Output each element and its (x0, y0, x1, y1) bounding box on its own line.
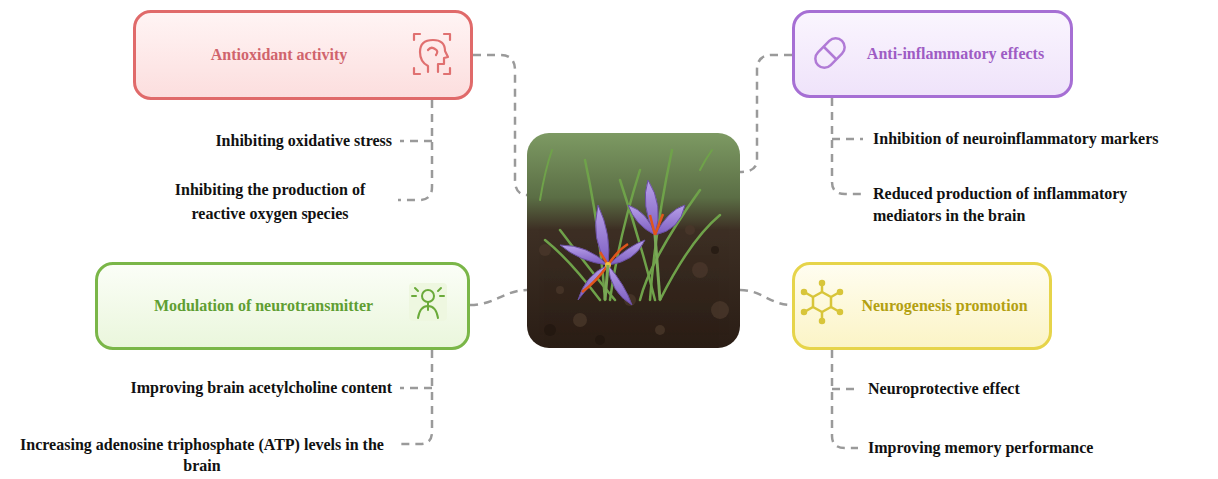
effect-item: Increasing adenosine triphosphate (ATP) … (6, 434, 398, 476)
effect-item: Inhibition of neuroinflammatory markers (873, 129, 1158, 149)
leader-line (740, 290, 792, 305)
effect-item: Inhibiting oxidative stress (215, 131, 392, 151)
leader-line (832, 138, 863, 141)
category-box: Anti-inflammatory effects (792, 10, 1073, 98)
leader-line (473, 55, 527, 195)
leader-line (400, 350, 432, 444)
leader-lines (398, 55, 863, 448)
leader-line (740, 55, 792, 172)
saffron-photo (527, 133, 740, 348)
leader-line (400, 387, 432, 390)
head-icon (414, 34, 450, 74)
effect-item: Improving memory performance (868, 438, 1093, 458)
category-box: Modulation of neurotransmitter (95, 262, 470, 350)
category-box: Neurogenesis promotion (792, 262, 1052, 350)
effect-item: Neuroprotective effect (868, 379, 1020, 399)
leader-line (398, 100, 432, 200)
box-title: Neurogenesis promotion (861, 296, 1027, 316)
leader-line (400, 140, 432, 143)
figure-icon (409, 283, 447, 321)
leader-line (832, 388, 858, 391)
effect-item: Reduced production of inflammatory media… (873, 183, 1193, 227)
effect-item: Inhibiting the production of reactive ox… (150, 178, 390, 226)
box-title: Anti-inflammatory effects (867, 44, 1044, 64)
leader-line (470, 290, 527, 305)
category-box: Antioxidant activity (133, 10, 473, 100)
pill-icon (812, 35, 849, 72)
leader-line (832, 98, 863, 194)
leader-line (832, 350, 858, 448)
box-title: Modulation of neurotransmitter (154, 296, 373, 316)
box-title: Antioxidant activity (211, 45, 347, 65)
molecule-icon (802, 281, 842, 323)
effect-item: Improving brain acetylcholine content (131, 378, 392, 398)
